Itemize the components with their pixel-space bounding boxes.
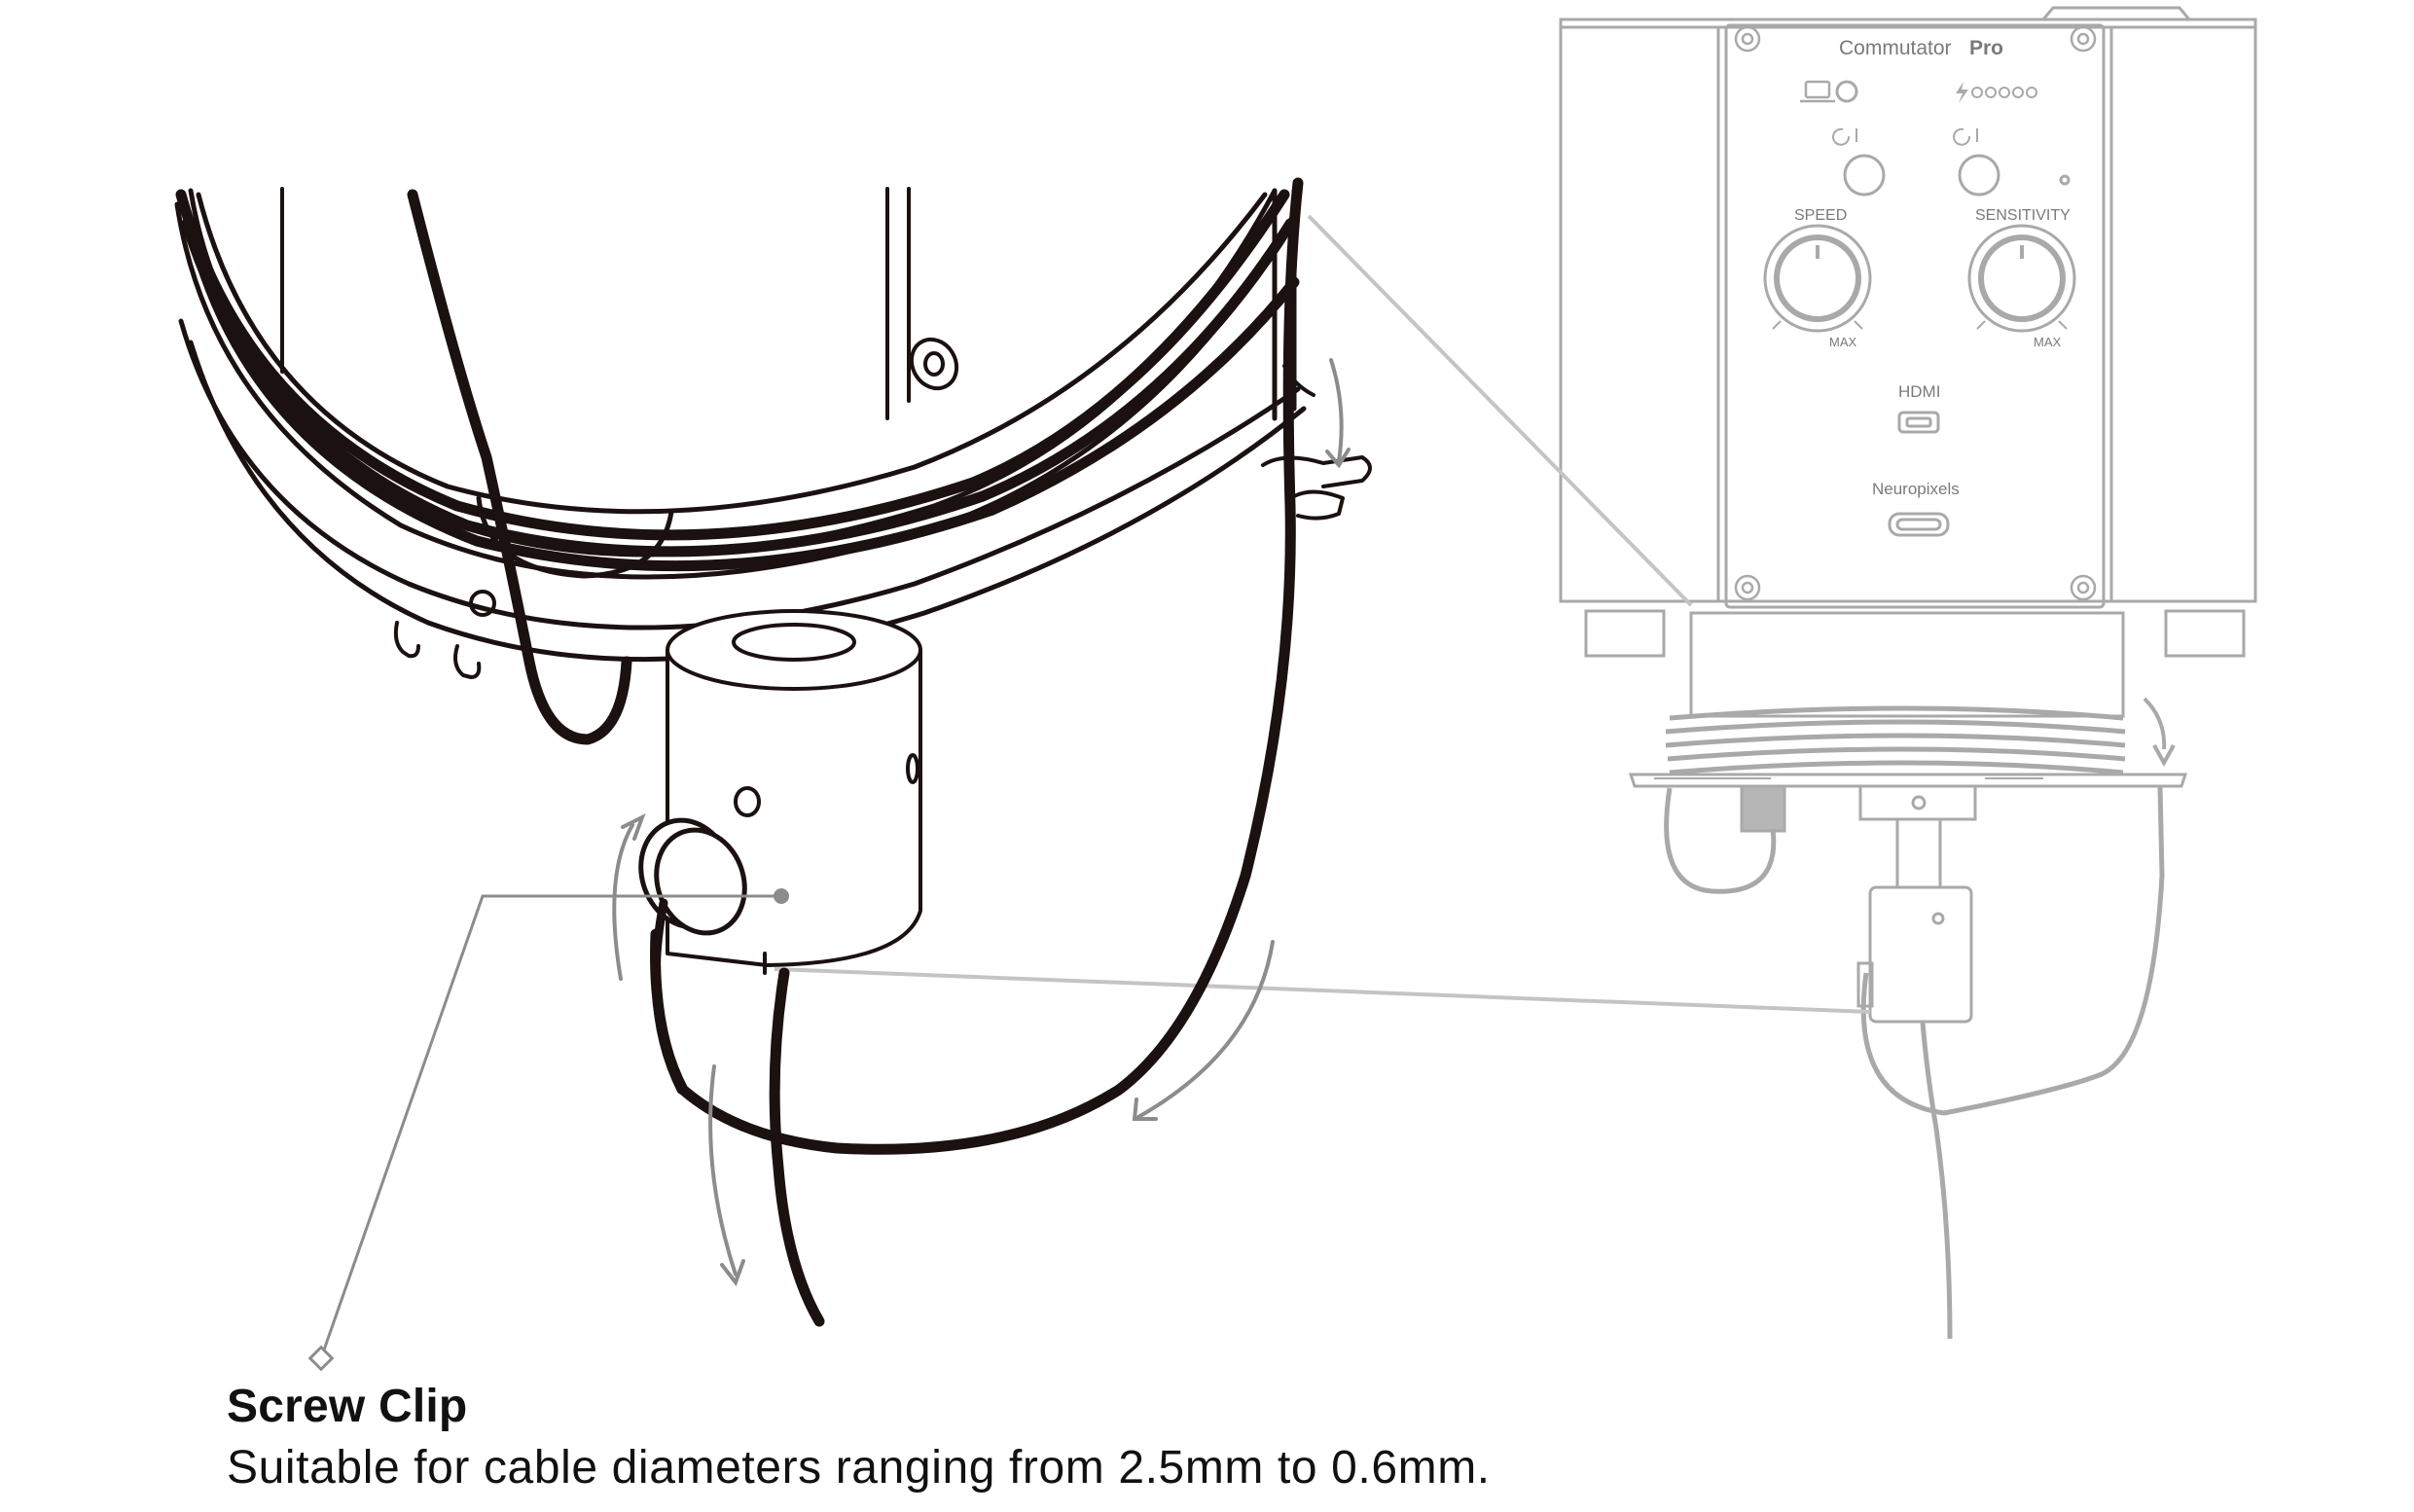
callout-leader: [319, 894, 781, 1359]
sensitivity-knob: [1967, 224, 2076, 333]
cable-plug: [1740, 784, 1786, 833]
rotor-housing: [1689, 611, 2125, 718]
commutator-device: [1559, 6, 2257, 1340]
mounting-plate: [1628, 773, 2188, 788]
neuropixels-label: Neuropixels: [1872, 480, 1960, 498]
clip-hole: [734, 786, 761, 817]
callout-dot: [774, 888, 789, 904]
right-rotate-button: [1958, 154, 2000, 197]
status-led: [2059, 174, 2071, 186]
cable-bundle: [175, 189, 1300, 572]
power-level-dots: [1971, 87, 2037, 98]
left-rotate-button: [1843, 154, 1886, 197]
front-panel: [1724, 23, 2106, 609]
laptop-icon: [1800, 80, 1835, 103]
callout-description: Suitable for cable diameters ranging fro…: [227, 1442, 1491, 1494]
zoom-guide-lines: [774, 214, 1871, 1014]
pc-indicator: [1835, 80, 1858, 103]
callout-title: Screw Clip: [227, 1381, 468, 1432]
cable-lower: [769, 967, 825, 1327]
rotate-icon: [1832, 127, 1857, 146]
cable-through-clip: [651, 898, 686, 1095]
panel-screws: [1734, 25, 2097, 601]
clip-side-hole: [906, 753, 919, 784]
rod-screw: [909, 337, 959, 391]
detail-view: [174, 177, 1372, 1327]
rotate-icon: [1953, 127, 1978, 146]
device-foot-right: [2164, 609, 2246, 658]
hdmi-port: [1897, 411, 1940, 434]
support-rods: [280, 187, 911, 420]
center-shaft: [1895, 819, 1942, 889]
ring-hub: [476, 495, 674, 579]
device-screw-clip: [1868, 885, 1973, 1024]
speed-label: SPEED: [1794, 207, 1847, 224]
hdmi-label: HDMI: [1898, 382, 1940, 401]
device-labels: Commutator Pro SPEED SENSITIVITY MAX MAX…: [1794, 37, 2071, 498]
arrow-icon: [612, 358, 1351, 1287]
wrapped-cables: [1665, 705, 2126, 775]
sensitivity-max-label: MAX: [2034, 335, 2062, 349]
neuropixels-port: [1888, 512, 1950, 537]
device-foot-left: [1584, 609, 1666, 658]
speed-knob: [1763, 224, 1872, 333]
center-clamp: [1858, 784, 1977, 821]
lightning-icon: [1956, 82, 1968, 103]
speed-max-label: MAX: [1829, 335, 1857, 349]
cable-left-loop: [407, 189, 632, 745]
cable-right-long: [650, 177, 1304, 1155]
sensitivity-label: SENSITIVITY: [1975, 207, 2071, 224]
diamond-marker-icon: [307, 1345, 335, 1372]
device-model: Pro: [1969, 37, 2003, 59]
callout-caption: Screw Clip Suitable for cable diameters …: [227, 1380, 1491, 1496]
device-brand: Commutator: [1839, 37, 1952, 59]
